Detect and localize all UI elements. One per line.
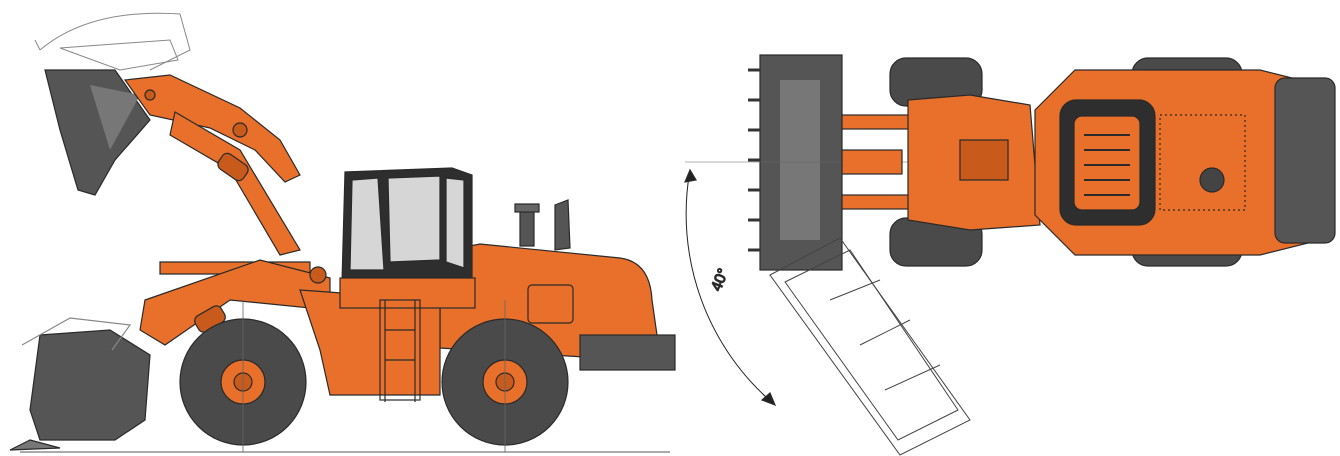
raised-bucket-ghost [34, 12, 191, 71]
operator-cab [339, 167, 476, 402]
turned-bucket-ghost [769, 237, 971, 456]
rear-wheel [441, 300, 569, 452]
top-view-drawing: 40° [680, 0, 1340, 456]
lift-arm [139, 259, 331, 346]
side-view-svg [9, 12, 676, 453]
front-wheel [179, 300, 307, 452]
straight-bucket [748, 54, 843, 271]
top-view-svg: 40° [684, 54, 1336, 456]
counterweight [1274, 77, 1336, 244]
articulation-angle-label: 40° [708, 266, 732, 293]
articulation-arc [685, 169, 776, 406]
side-view-drawing [9, 12, 676, 453]
lowered-bucket [29, 329, 151, 441]
